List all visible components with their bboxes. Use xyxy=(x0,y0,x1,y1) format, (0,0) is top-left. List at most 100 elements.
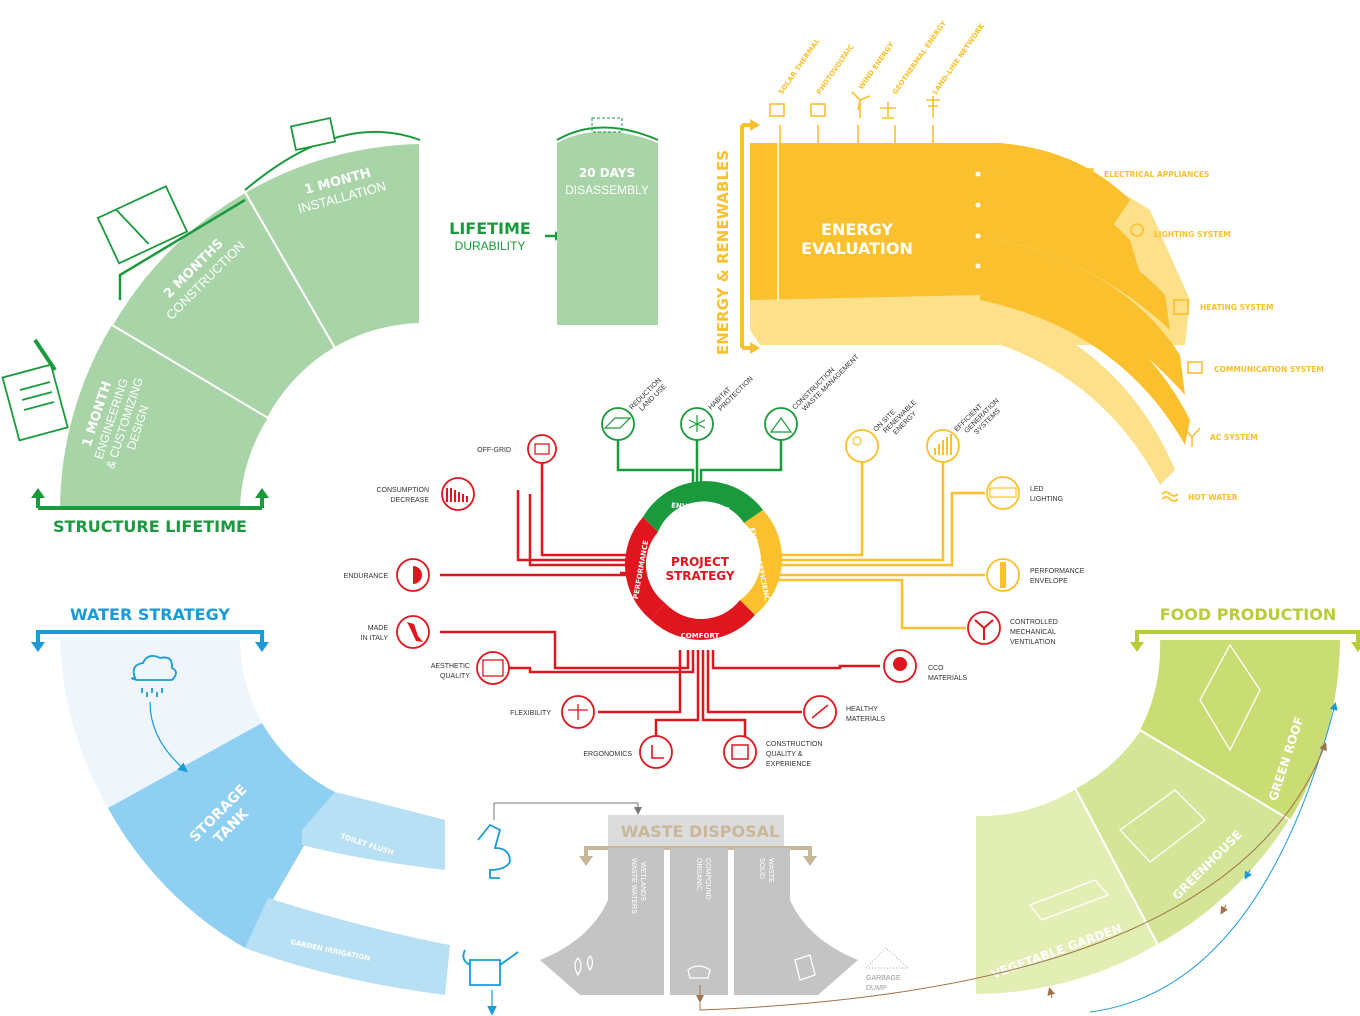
energy-evaluation-title-1: ENERGY xyxy=(821,220,893,239)
green-roof-icon xyxy=(1199,643,1261,752)
food-production-section: FOOD PRODUCTION GREEN ROOF GREENHOUSE VE… xyxy=(696,605,1360,1013)
project-strategy-title-2: STRATEGY xyxy=(665,569,734,583)
flexibility-label: FLEXIBILITY xyxy=(510,710,551,717)
structure-lifetime-title: STRUCTURE LIFETIME xyxy=(53,517,247,536)
hot-water-icon xyxy=(1161,491,1179,502)
heater-icon xyxy=(1173,299,1189,315)
ventilation-l1: CONTROLLED xyxy=(1010,619,1058,626)
healthy-l2: MATERIALS xyxy=(846,716,885,723)
energy-evaluation-title-2: EVALUATION xyxy=(801,239,913,258)
svg-text:REDUCTIONLAND USE: REDUCTIONLAND USE xyxy=(628,377,668,417)
lifetime-subtitle: DURABILITY xyxy=(455,239,526,253)
toilet-icon xyxy=(477,823,511,879)
waste-col3-l1: SOLID xyxy=(758,858,765,879)
aesthetic-quality-icon xyxy=(476,651,510,685)
structure-lifetime-section: STRUCTURE LIFETIME 1 MONTH ENGINEERING &… xyxy=(1,117,659,536)
waste-waters-column xyxy=(540,848,664,995)
off-grid-label: OFF-GRID xyxy=(477,447,511,454)
waste-col2-l2: COMPOUND xyxy=(704,858,711,900)
source-photovoltaic: PHOTOVOLTAIC xyxy=(815,43,856,96)
waste-col1-l1: WASTE WATERS xyxy=(630,858,637,914)
use-lighting-system: LIGHTING SYSTEM xyxy=(1154,230,1231,239)
healthy-l1: HEALTHY xyxy=(846,706,878,713)
use-communication-system: COMMUNICATION SYSTEM xyxy=(1214,365,1324,374)
computer-icon xyxy=(1187,361,1203,374)
italy-l2: IN ITALY xyxy=(361,635,389,642)
bag-icon xyxy=(794,954,816,981)
compost-icon xyxy=(687,965,711,979)
water-drops-icon xyxy=(574,954,594,977)
cco-l1: CCO xyxy=(928,665,944,672)
svg-text:ON SITERENEWABLEENERGY: ON SITERENEWABLEENERGY xyxy=(872,393,924,445)
led-lighting-l2: LIGHTING xyxy=(1030,496,1063,503)
reduction-land-use-icon xyxy=(601,407,635,441)
segment-installation xyxy=(243,141,421,350)
project-strategy-title-1: PROJECT xyxy=(671,555,730,569)
ventilation-l2: MECHANICAL xyxy=(1010,629,1056,636)
use-electrical-appliances: ELECTRICAL APPLIANCES xyxy=(1104,170,1209,179)
ring-energy-efficiency xyxy=(740,510,783,615)
land-line-icon xyxy=(926,96,940,118)
solar-thermal-icon xyxy=(769,103,785,117)
geothermal-icon xyxy=(880,102,896,119)
design-drawing-icon xyxy=(1,338,69,442)
lightbulb-icon xyxy=(1130,223,1144,237)
italy-l1: MADE xyxy=(368,625,389,632)
rain-cloud-icon xyxy=(131,654,177,697)
disassembly-duration: 20 DAYS xyxy=(579,166,635,180)
on-site-renewable-icon xyxy=(845,429,879,463)
lifetime-title: LIFETIME xyxy=(449,219,531,238)
use-ac-system: AC SYSTEM xyxy=(1210,433,1258,442)
construction-panels-icon xyxy=(96,185,189,265)
dump-l1: GARBAGE xyxy=(866,975,901,982)
waste-col2-l1: ORGANIC xyxy=(695,858,702,891)
envelope-l1: PERFORMANCE xyxy=(1030,568,1085,575)
organic-compound-column xyxy=(670,848,728,995)
water-strategy-section: WATER STRATEGY STORAGE TANK TOILET FLUSH… xyxy=(31,605,642,1016)
construction-quality-icon xyxy=(723,735,757,769)
energy-renewables-vertical-title: ENERGY & RENEWABLES xyxy=(714,150,732,355)
waste-col3-l2: WASTE xyxy=(767,858,774,883)
installation-panel-icon xyxy=(289,117,337,151)
wind-energy-icon xyxy=(851,91,871,118)
ergonomics-icon xyxy=(639,735,673,769)
storage-tank-segment xyxy=(108,723,335,948)
source-solar-thermal: SOLAR THERMAL xyxy=(777,37,822,96)
svg-text:CONSTRUCTIONWASTE MANAGEMENT: CONSTRUCTIONWASTE MANAGEMENT xyxy=(791,347,861,417)
aesthetic-l2: QUALITY xyxy=(440,673,470,680)
ring-comfort-label: COMFORT xyxy=(681,632,720,640)
dump-l2: DUMP xyxy=(866,985,887,992)
appliances-icon xyxy=(1074,168,1094,178)
watering-can-icon xyxy=(462,949,519,986)
use-heating-system: HEATING SYSTEM xyxy=(1200,303,1274,312)
energy-section: ENERGY & RENEWABLES ENERGY EVALUATION SO… xyxy=(714,19,1324,502)
use-hot-water: HOT WATER xyxy=(1188,493,1238,502)
waste-col1-l2: WETLANDS xyxy=(639,862,646,901)
svg-text:HABITATPROTECTION: HABITATPROTECTION xyxy=(707,370,754,417)
off-grid-icon xyxy=(527,434,557,464)
cco-l2: MATERIALS xyxy=(928,675,967,682)
ring-performance xyxy=(625,517,665,620)
led-lighting-icon xyxy=(986,476,1020,510)
greenhouse-icon xyxy=(1119,789,1206,863)
ventilation-l3: VENTILATION xyxy=(1010,639,1055,646)
waste-management-icon xyxy=(764,407,798,441)
project-strategy-section: ENVIRONMENT ENERGY EFFICIENCY COMFORT PE… xyxy=(344,347,1085,769)
svg-text:EFFICIENTGENERATIONSYSTEMS: EFFICIENTGENERATIONSYSTEMS xyxy=(953,392,1006,445)
food-production-title: FOOD PRODUCTION xyxy=(1160,605,1337,624)
fan-icon xyxy=(1183,427,1201,447)
envelope-l2: ENVELOPE xyxy=(1030,578,1068,585)
quality-l2: QUALITY & xyxy=(766,751,803,758)
